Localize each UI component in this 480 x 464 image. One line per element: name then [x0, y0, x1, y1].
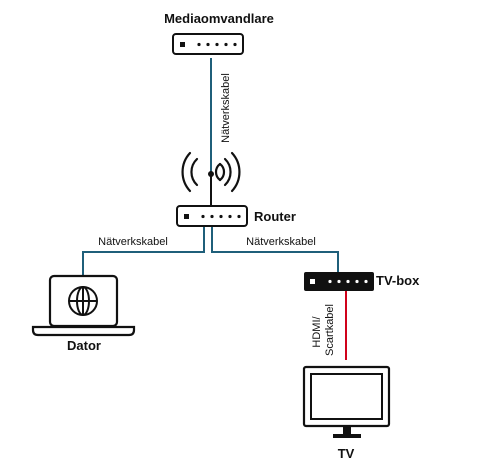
tv: TV [302, 365, 391, 461]
media-converter: Mediaomvandlare [164, 11, 274, 55]
cable-label-router-computer: Nätverkskabel [98, 236, 168, 248]
tv-label: TV [338, 446, 355, 461]
cable-label-converter-router: Nätverkskabel [220, 73, 232, 143]
computer-label: Dator [67, 338, 101, 353]
cable-router-computer [82, 226, 205, 276]
router-label: Router [254, 209, 296, 224]
cable-label-router-tvbox: Nätverkskabel [246, 236, 316, 248]
globe-icon [68, 286, 98, 316]
tv-icon [302, 365, 391, 438]
cable-router-tvbox [211, 226, 339, 272]
tv-box-label: TV-box [376, 273, 420, 288]
computer: Dator [31, 274, 136, 353]
wifi-icon [181, 151, 241, 193]
cable-label-hdmi: HDMI/ [311, 315, 323, 347]
router-icon [176, 205, 248, 227]
cable-label-scart: Scartkabel [324, 304, 336, 356]
set-top-box-icon [304, 272, 374, 291]
media-converter-icon [172, 33, 244, 55]
media-converter-label: Mediaomvandlare [164, 11, 274, 26]
cables [82, 58, 347, 360]
router: Router [176, 151, 296, 227]
tv-box: TV-box [304, 272, 420, 291]
